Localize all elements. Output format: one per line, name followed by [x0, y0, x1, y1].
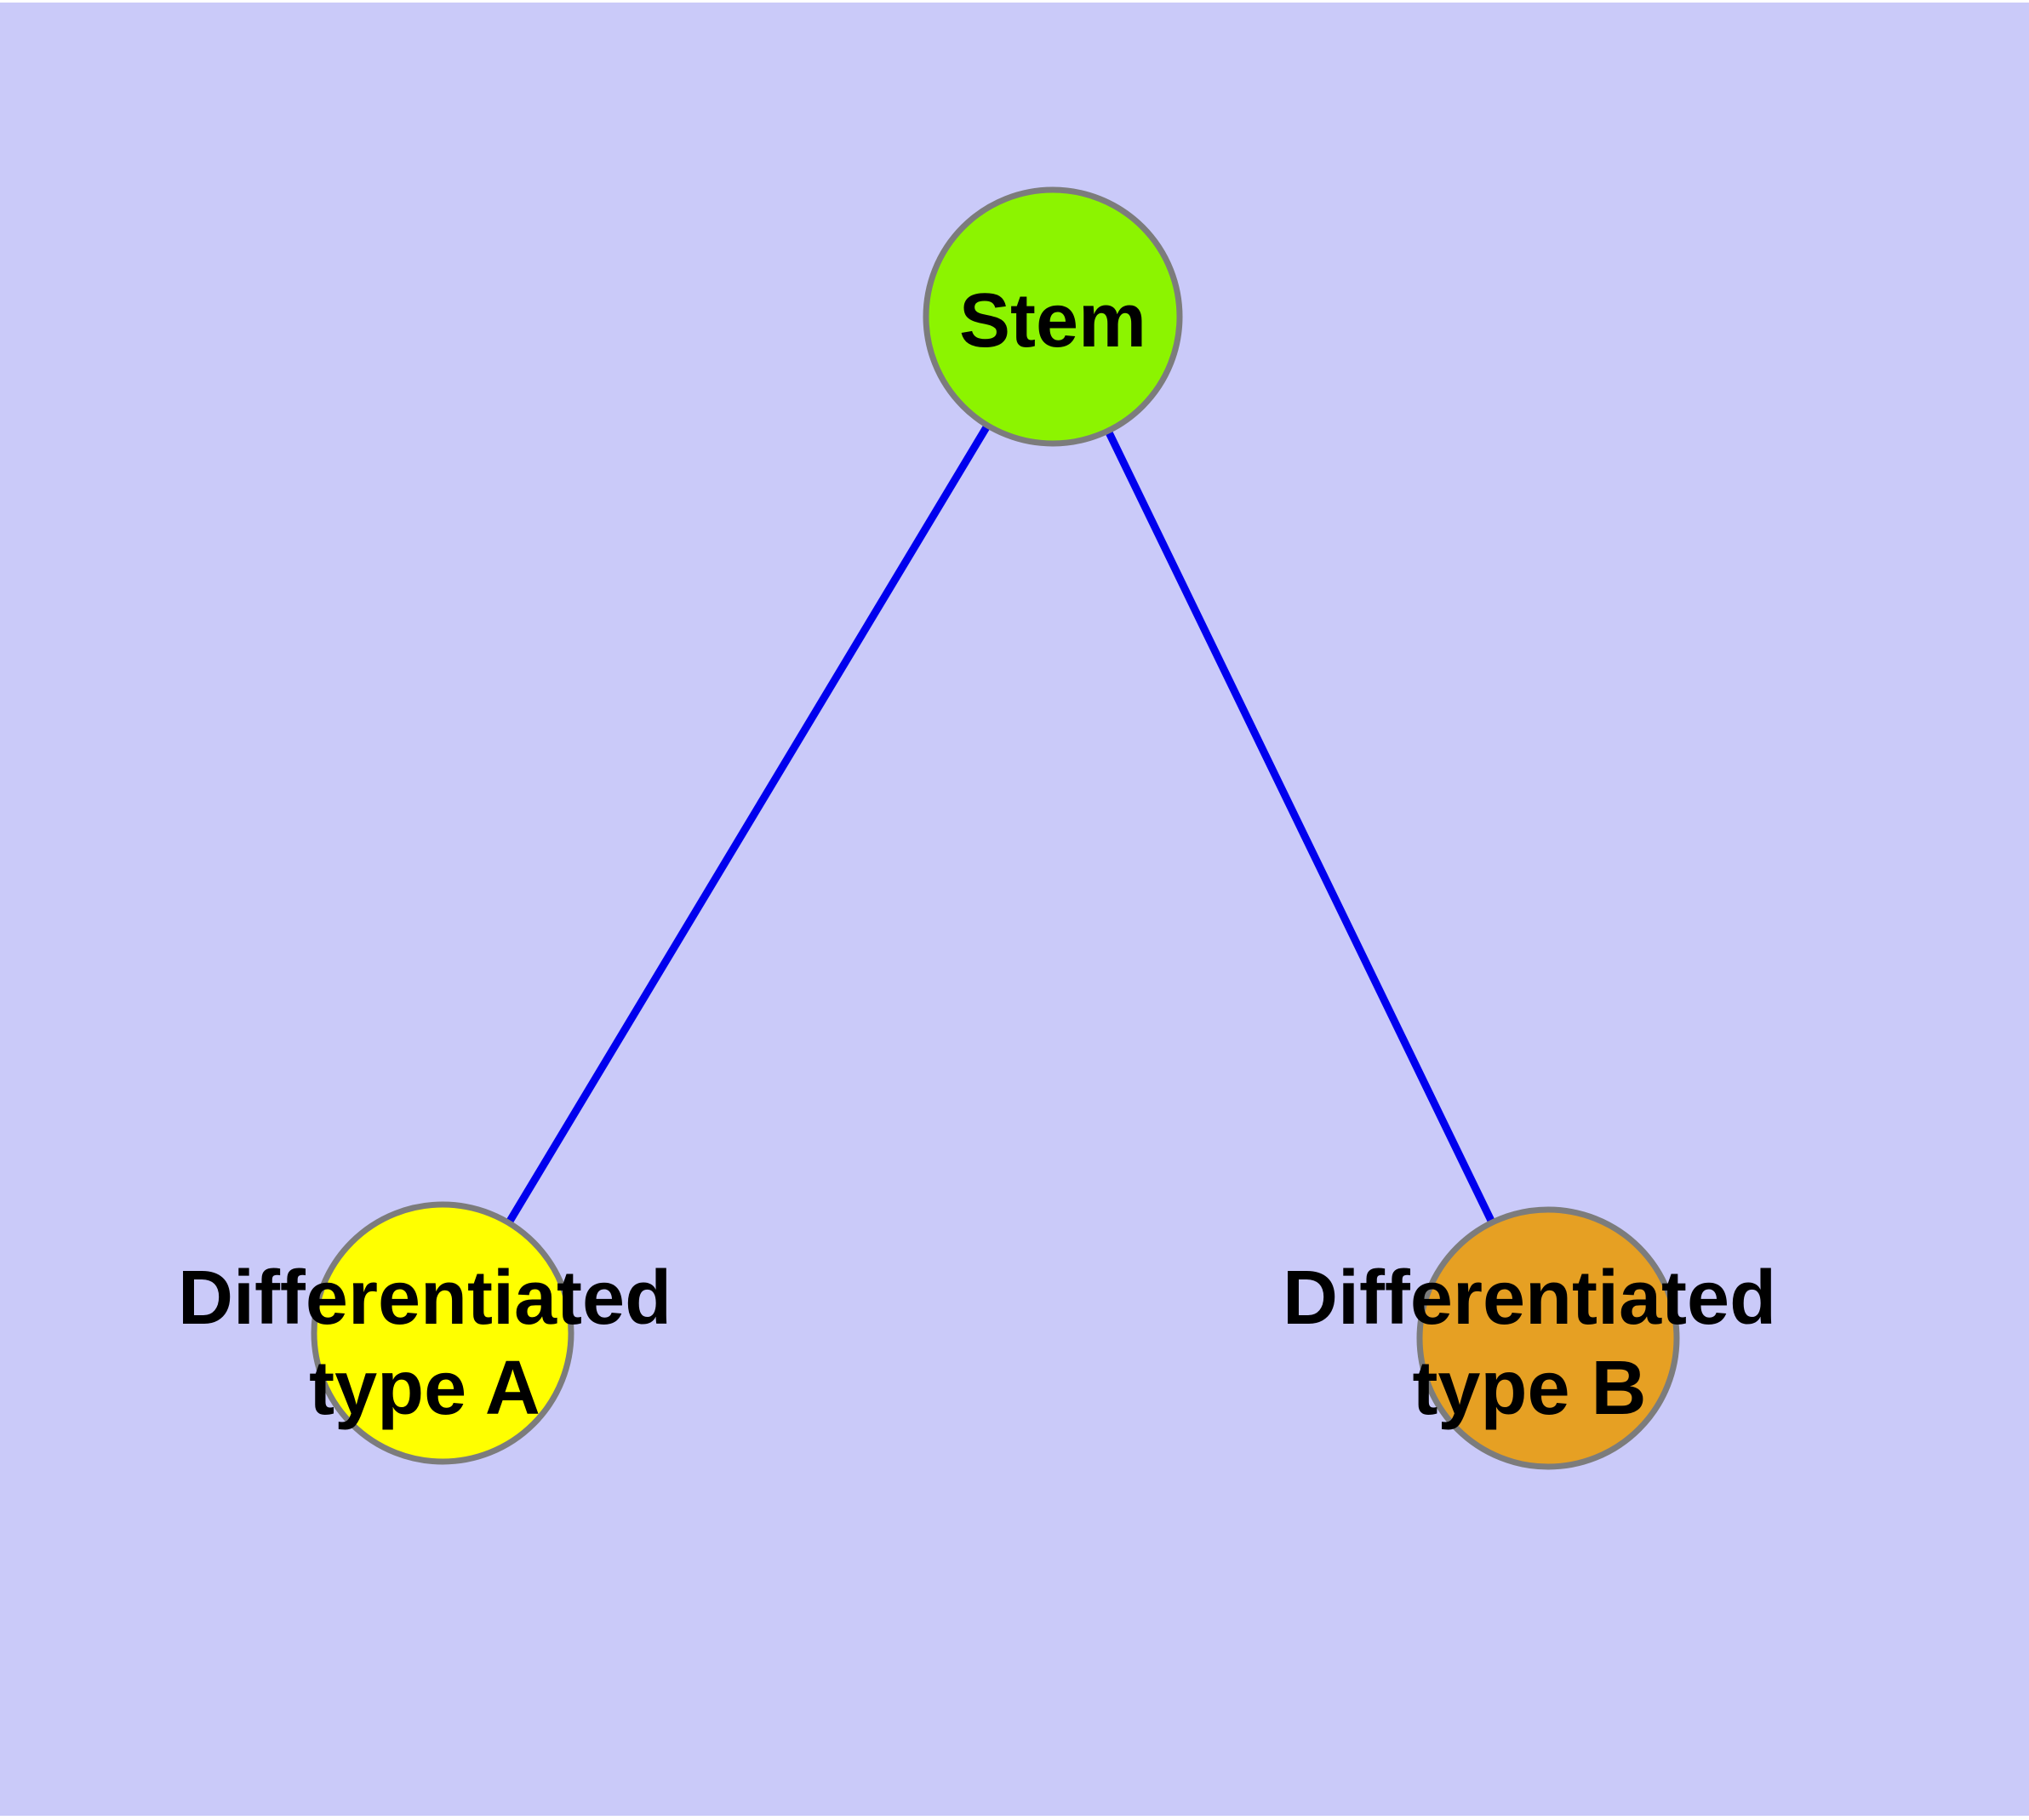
node-type-b [1416, 1206, 1680, 1470]
edge-stem-to-type-b [1049, 315, 1552, 1340]
node-stem [923, 186, 1183, 447]
node-type-a [311, 1201, 574, 1465]
edge-stem-to-type-a [439, 314, 1056, 1336]
